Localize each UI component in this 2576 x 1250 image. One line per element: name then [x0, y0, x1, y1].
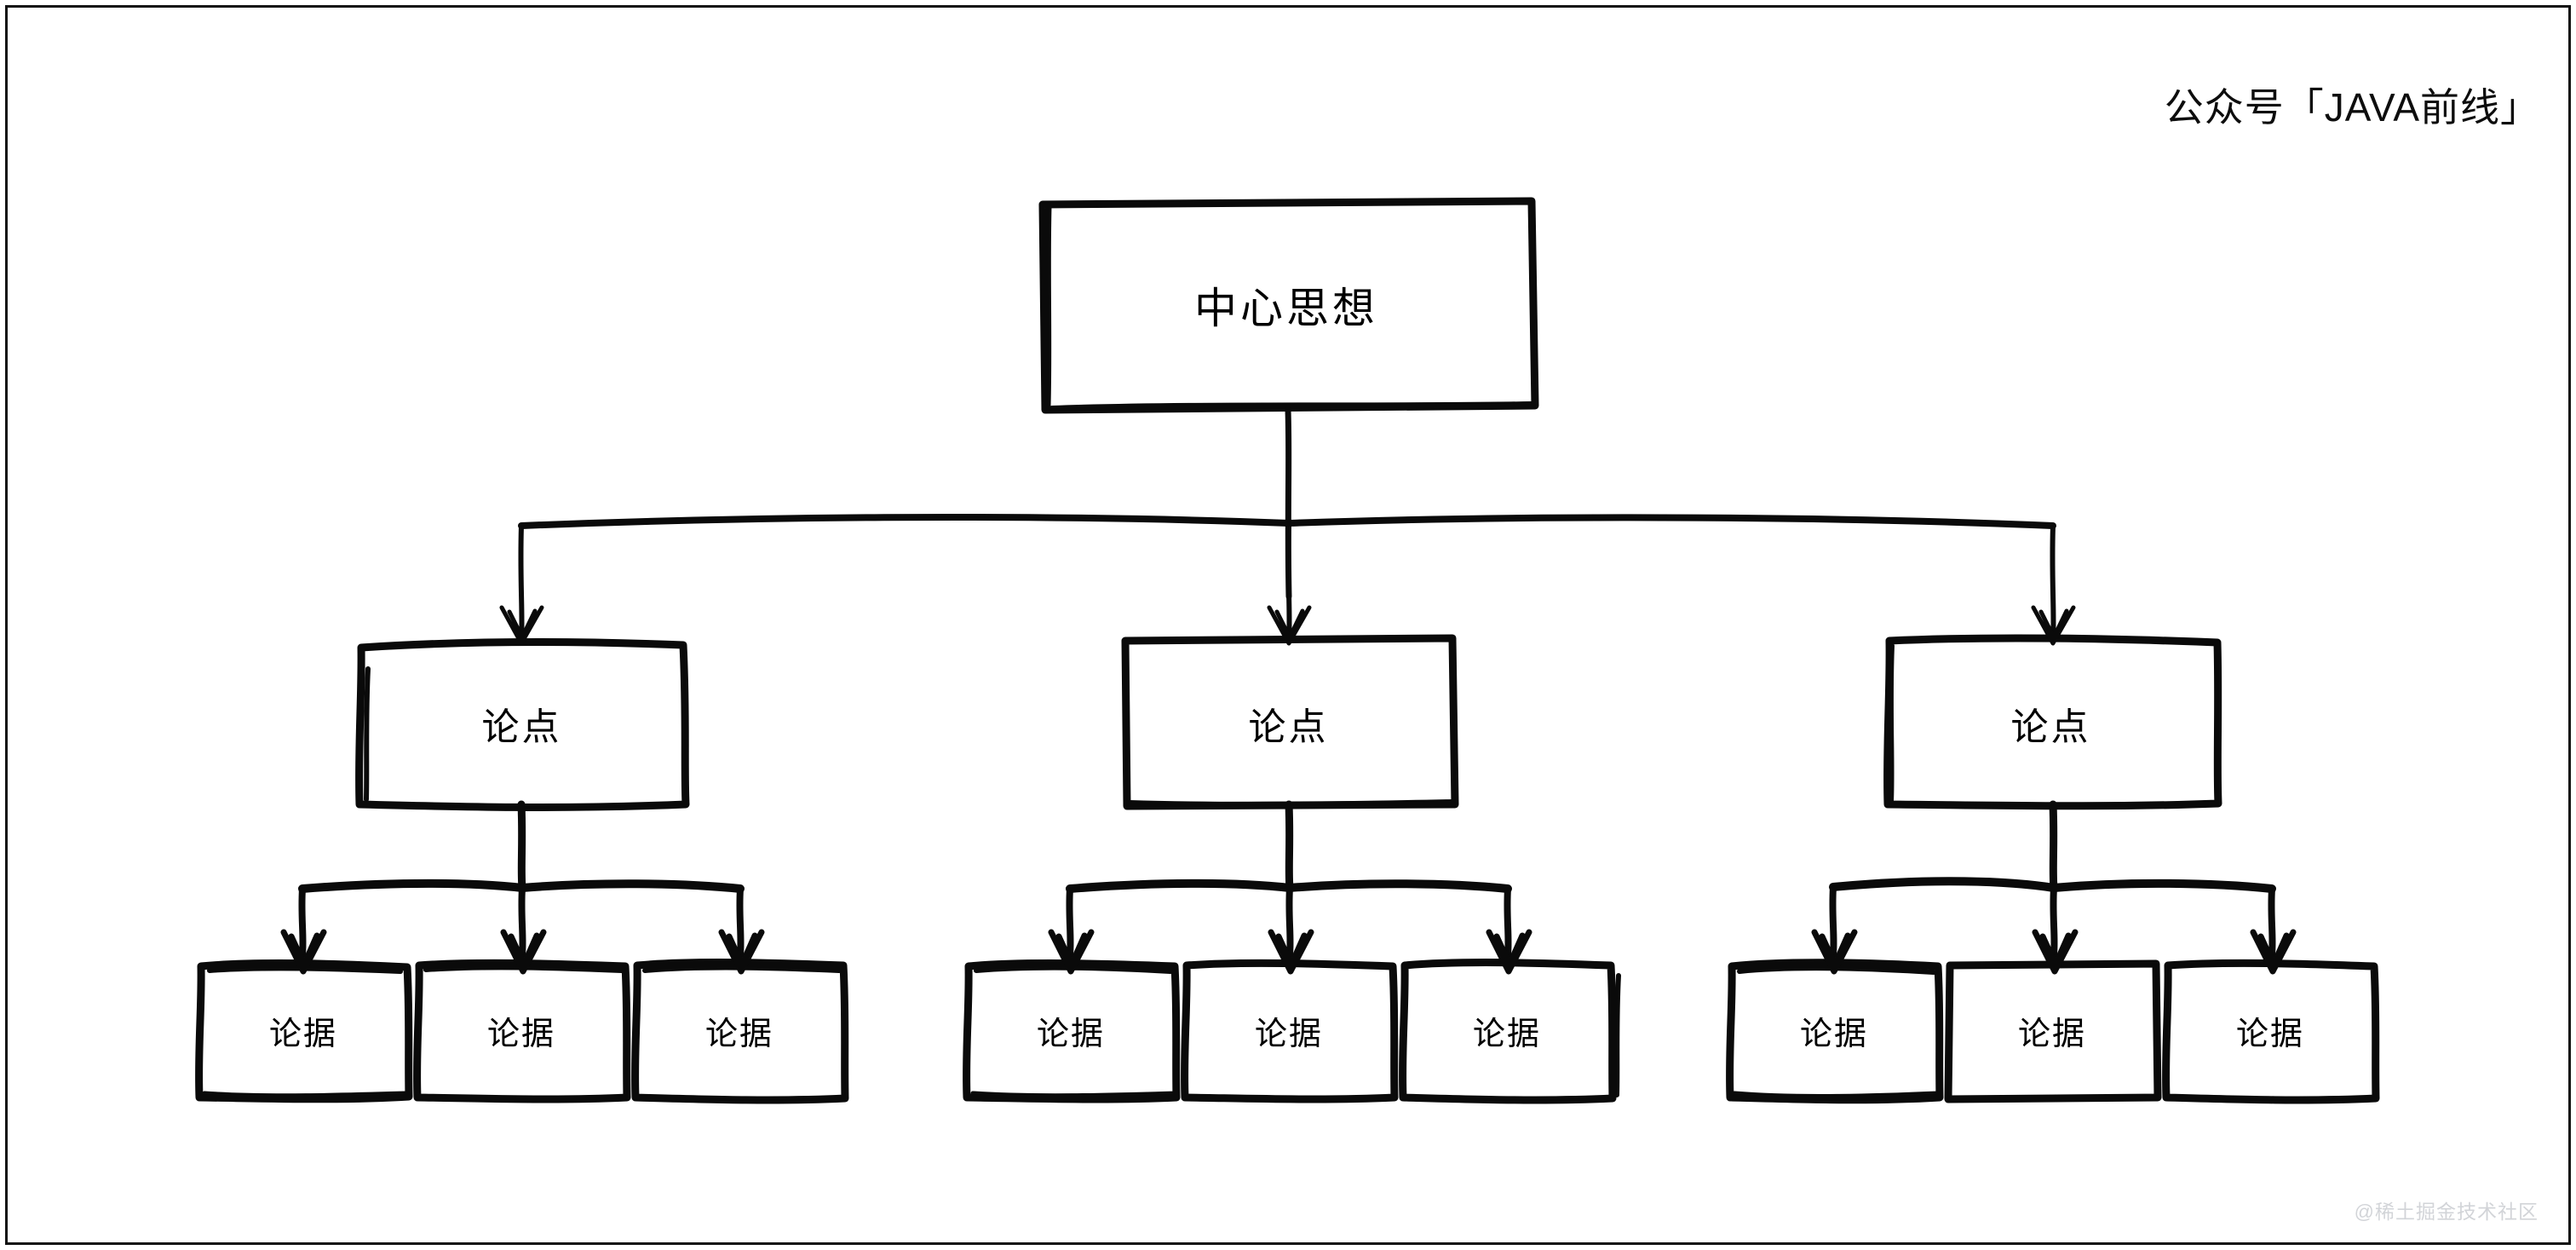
connector-stem-group-3	[2049, 800, 2058, 892]
node-box-argument-3[interactable]	[1883, 634, 2222, 810]
node-box-argument-2[interactable]	[1121, 634, 1459, 810]
connector-stem-group-1	[517, 800, 526, 892]
arrowhead-evidence-2-1	[1048, 929, 1095, 975]
connector-drop-evidence-1-3	[736, 885, 745, 958]
node-box-evidence-2-1[interactable]	[963, 959, 1181, 1103]
connector-drop-argument-3	[2050, 523, 2056, 644]
connector-drop-argument-1	[518, 523, 525, 644]
arrowhead-evidence-3-1	[1811, 929, 1858, 975]
node-label-argument-1: 论点	[481, 706, 562, 748]
arrowhead-evidence-2-2	[1268, 929, 1314, 975]
node-box-root[interactable]	[1038, 197, 1539, 414]
watermark-text: @稀土掘金技术社区	[2354, 1201, 2539, 1223]
connector-drop-evidence-2-1	[1066, 885, 1074, 958]
node-label-argument-3: 论点	[2010, 706, 2091, 748]
node-label-argument-2: 论点	[1248, 706, 1329, 748]
arrowhead-evidence-3-3	[2250, 929, 2297, 975]
arrowhead-argument-1	[499, 605, 544, 646]
node-label-evidence-2-3: 论据	[1472, 1016, 1541, 1052]
node-label-evidence-3-2: 论据	[2017, 1016, 2086, 1052]
node-label-evidence-1-3: 论据	[704, 1016, 773, 1052]
arrowhead-evidence-3-2	[2032, 929, 2079, 975]
connector-drop-evidence-3-2	[2050, 884, 2058, 958]
node-label-root: 中心思想	[1194, 284, 1378, 332]
node-box-evidence-3-3[interactable]	[2162, 959, 2380, 1104]
node-label-evidence-1-1: 论据	[268, 1016, 337, 1052]
connector-drop-evidence-1-2	[518, 884, 526, 958]
connector-stem-group-2	[1285, 800, 1294, 892]
connector-drop-argument-2	[1285, 521, 1292, 644]
connector-drop-evidence-2-2	[1285, 884, 1294, 958]
node-box-evidence-3-1[interactable]	[1726, 959, 1944, 1104]
node-box-evidence-2-2[interactable]	[1181, 959, 1399, 1103]
node-label-evidence-2-1: 论据	[1036, 1016, 1105, 1052]
connector-drop-evidence-3-1	[1829, 884, 1837, 958]
arrowhead-evidence-1-1	[280, 929, 327, 975]
header-attribution-text: 公众号「JAVA前线」	[2164, 85, 2540, 130]
node-label-evidence-1-2: 论据	[486, 1016, 555, 1052]
node-label-evidence-3-3: 论据	[2235, 1016, 2304, 1052]
arrowhead-evidence-1-2	[500, 929, 547, 975]
connectors-group	[280, 406, 2297, 975]
arrowhead-evidence-2-3	[1486, 929, 1532, 975]
connector-drop-evidence-3-3	[2268, 885, 2276, 958]
node-label-evidence-2-2: 论据	[1254, 1016, 1323, 1052]
node-box-evidence-2-3[interactable]	[1399, 959, 1621, 1104]
node-label-evidence-3-1: 论据	[1799, 1016, 1868, 1052]
connector-drop-evidence-2-3	[1504, 885, 1512, 958]
arrowhead-argument-2	[1267, 605, 1312, 646]
node-box-argument-1[interactable]	[355, 638, 690, 811]
node-box-evidence-3-2[interactable]	[1944, 959, 2162, 1103]
node-boxes-group	[195, 197, 2380, 1104]
arrowhead-evidence-1-3	[718, 929, 765, 975]
arrowhead-argument-3	[2031, 605, 2076, 646]
